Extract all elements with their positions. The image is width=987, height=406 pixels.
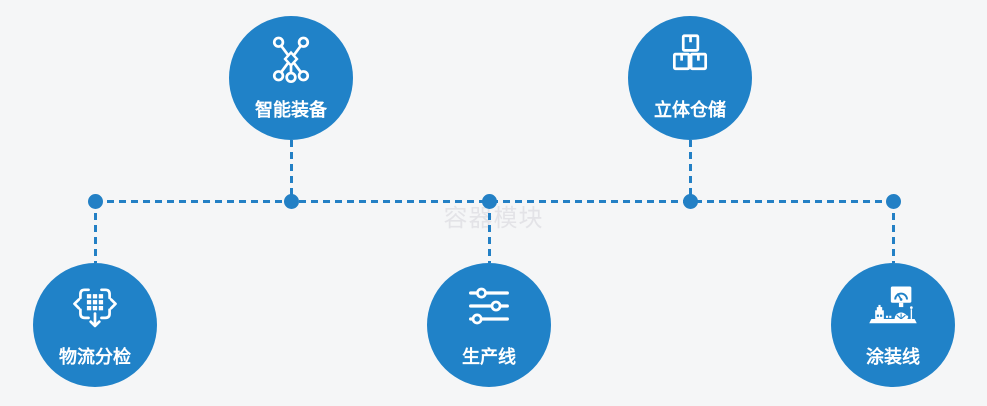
junction-dot — [683, 194, 698, 209]
node-logistics-sorting: 物流分检 — [33, 263, 157, 387]
machine-monitor-icon — [869, 286, 917, 324]
connector-painting-line — [892, 201, 895, 263]
node-painting-line: 涂装线 — [831, 263, 955, 387]
connector-production-line — [488, 201, 491, 263]
node-label: 涂装线 — [866, 347, 920, 367]
connector-logistics-sorting — [94, 201, 97, 263]
junction-dot — [284, 194, 299, 209]
node-warehouse: 立体仓储 — [628, 16, 752, 140]
node-label: 物流分检 — [59, 347, 131, 367]
junction-dot — [886, 194, 901, 209]
junction-dot — [88, 194, 103, 209]
watermark: 容器模块 — [443, 205, 544, 232]
connector-warehouse — [689, 140, 692, 202]
node-label: 生产线 — [462, 347, 516, 367]
node-label: 立体仓储 — [654, 100, 726, 120]
stacked-boxes-icon — [672, 34, 708, 71]
connector-smart-equipment — [290, 140, 293, 202]
node-label: 智能装备 — [255, 100, 327, 120]
junction-dot — [482, 194, 497, 209]
sort-distribute-icon — [73, 288, 117, 328]
sliders-icon — [469, 287, 509, 325]
node-production-line: 生产线 — [427, 263, 551, 387]
node-smart-equipment: 智能装备 — [229, 16, 353, 140]
molecule-network-icon — [272, 36, 310, 84]
